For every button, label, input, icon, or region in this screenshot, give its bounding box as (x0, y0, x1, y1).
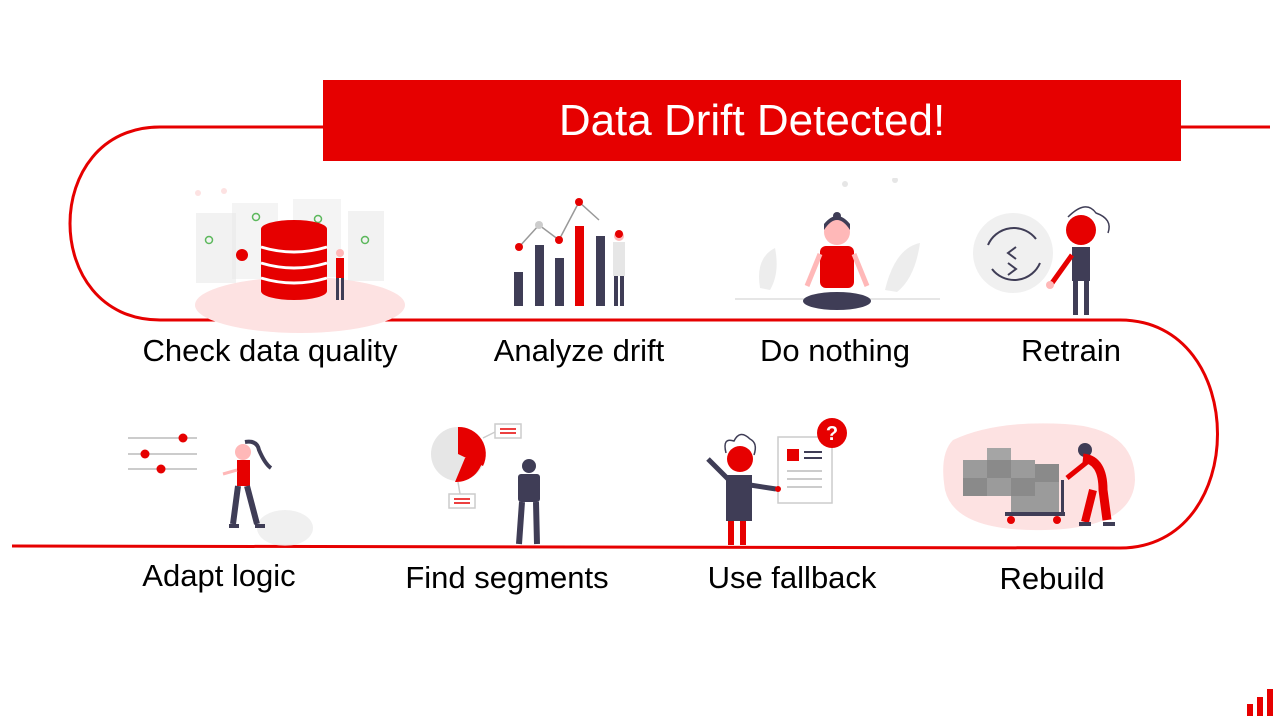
slider-adjust-icon (125, 428, 325, 548)
step-label-analyze-drift: Analyze drift (494, 333, 665, 369)
fallback-question-icon: ? (700, 415, 860, 550)
step-label-do-nothing: Do nothing (760, 333, 910, 369)
pie-segments-icon (425, 420, 575, 550)
step-label-use-fallback: Use fallback (708, 560, 877, 596)
meditation-icon (735, 178, 945, 318)
step-label-check-data-quality: Check data quality (142, 333, 397, 369)
title-banner: Data Drift Detected! (323, 80, 1181, 161)
step-label-find-segments: Find segments (405, 560, 608, 596)
database-quality-check-icon (188, 185, 418, 335)
step-label-rebuild: Rebuild (999, 561, 1104, 597)
step-label-retrain: Retrain (1021, 333, 1121, 369)
retrain-cycle-icon (968, 205, 1118, 320)
page-title: Data Drift Detected! (559, 96, 945, 146)
boxes-cart-icon (935, 420, 1140, 535)
bar-chart-analysis-icon (505, 190, 645, 315)
step-label-adapt-logic: Adapt logic (142, 558, 295, 594)
svg-text:?: ? (826, 423, 838, 445)
bar-logo-icon (1246, 688, 1274, 716)
